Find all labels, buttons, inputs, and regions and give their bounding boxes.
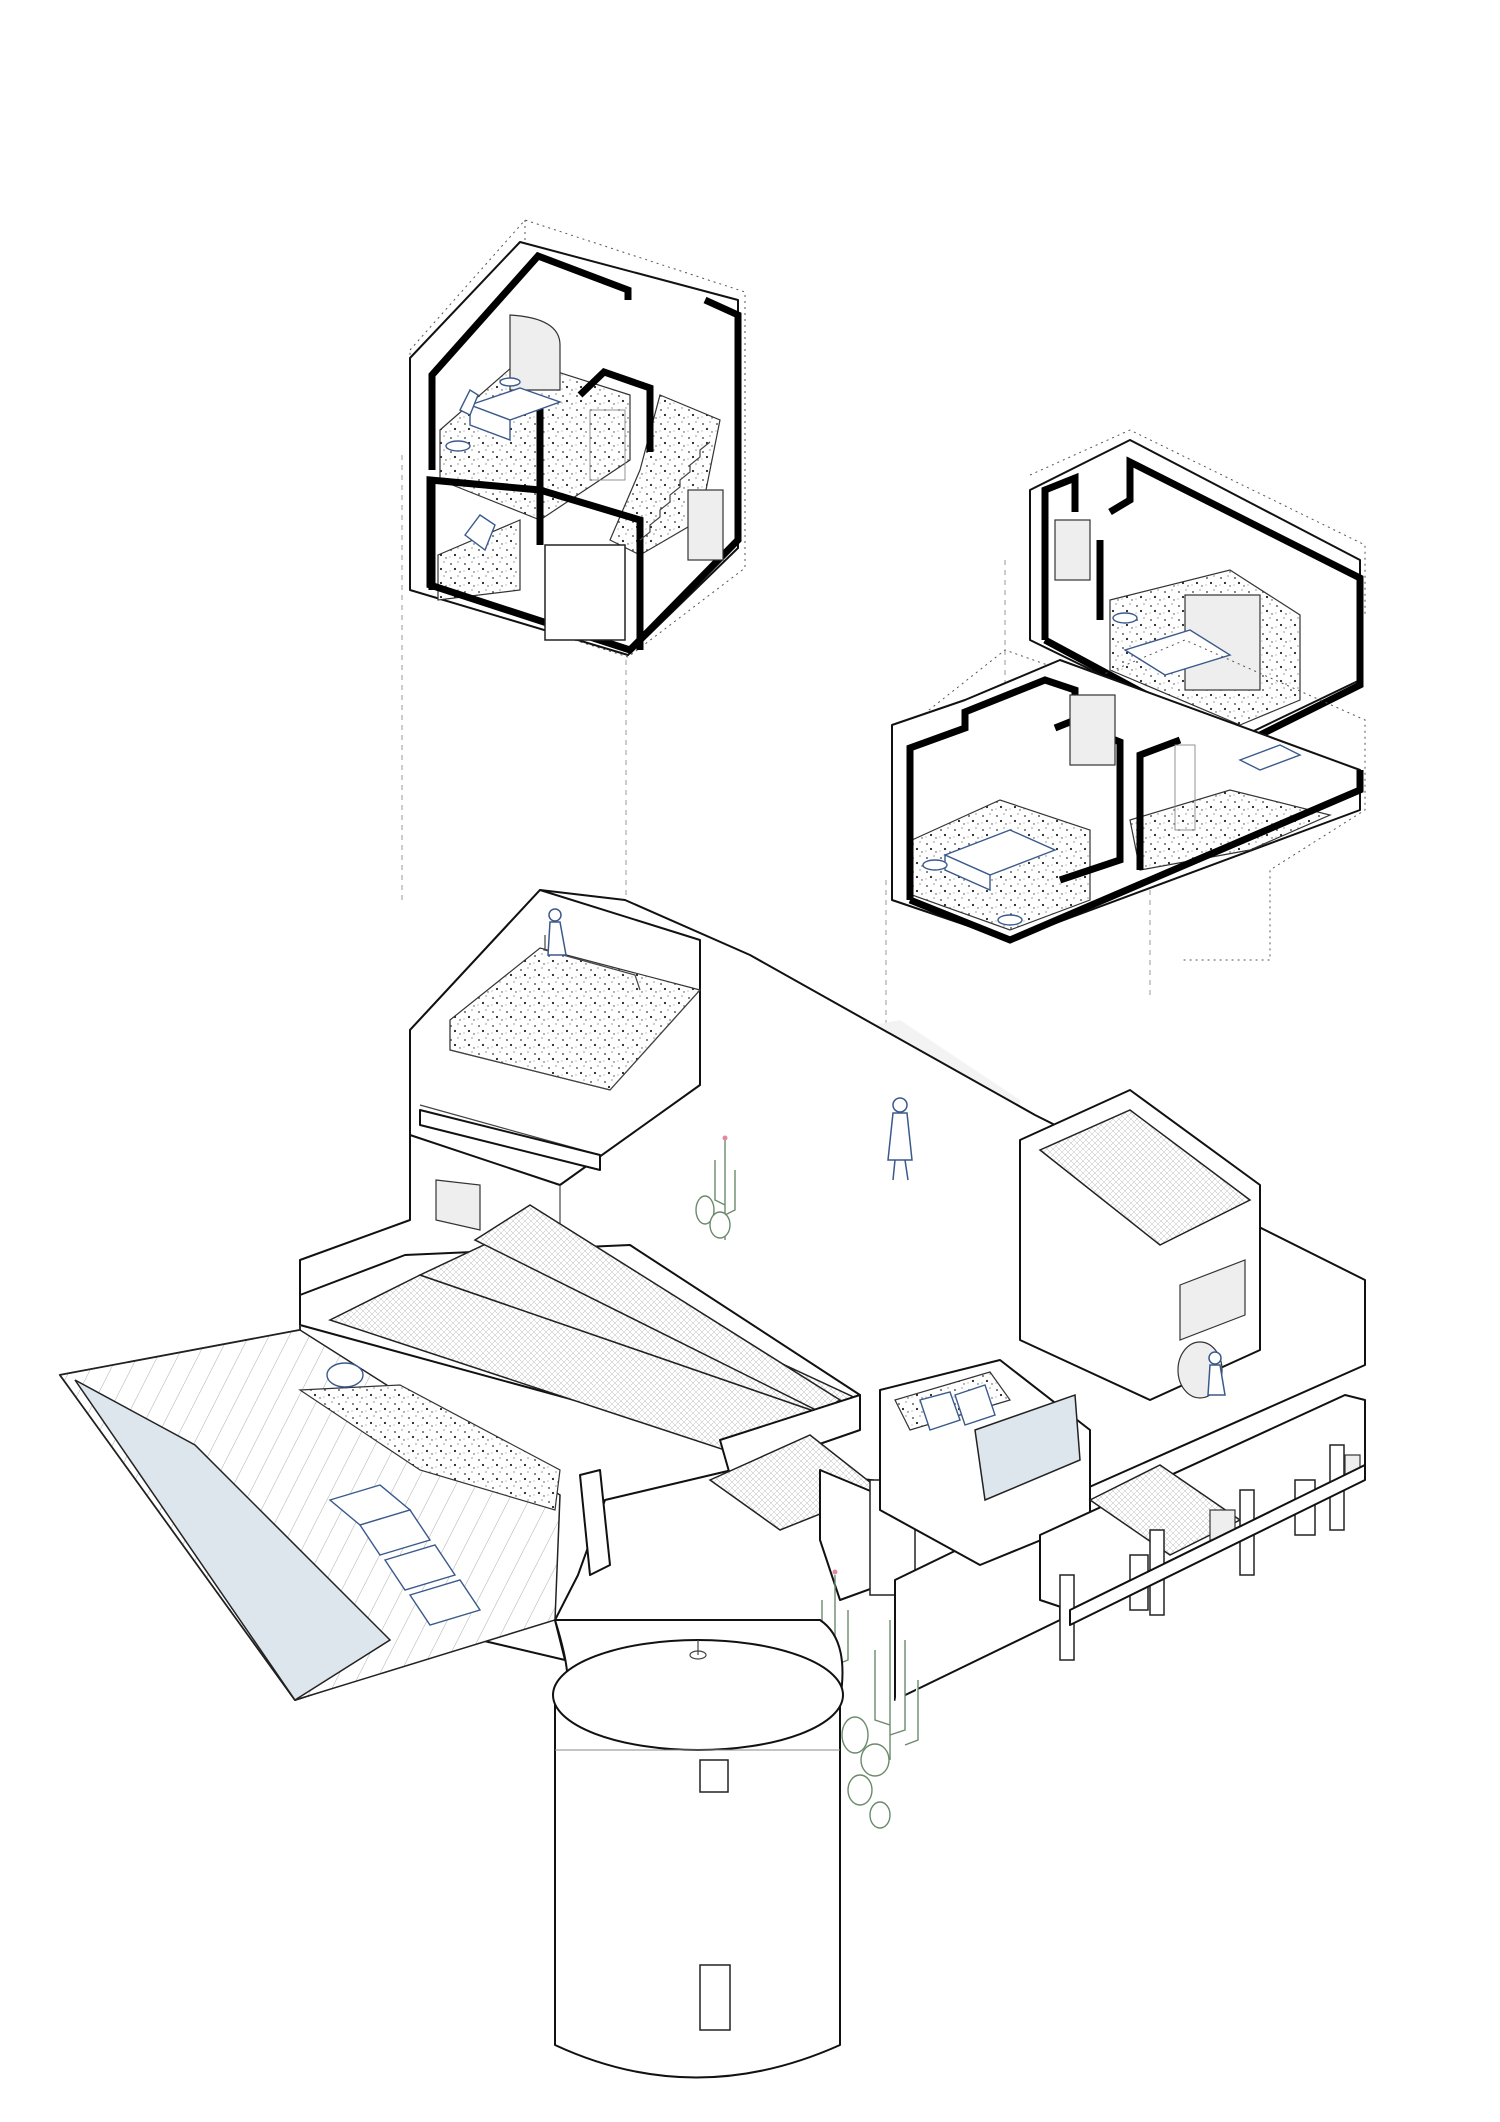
- cylindrical-water-tower: [552, 1619, 844, 2079]
- round-chair: [326, 1362, 364, 1388]
- roof-slabs: [299, 1204, 882, 1531]
- exploded-module-right-upper: [1029, 429, 1366, 749]
- sun-loungers: [328, 1484, 482, 1626]
- plunge-pool: [974, 1393, 1081, 1502]
- tower-door: [699, 1964, 731, 2031]
- facade-pilasters: [1059, 1444, 1345, 1661]
- right-block: [1019, 1089, 1261, 1401]
- exploded-module-right-lower: [891, 639, 1366, 961]
- left-tower: [409, 889, 702, 1245]
- courtyard-person: [887, 1097, 913, 1181]
- main-house-complex: [58, 889, 1366, 1702]
- swimming-pool: [74, 1379, 392, 1702]
- exploded-module-left: [409, 219, 746, 658]
- tower-window: [699, 1759, 729, 1793]
- cactus-garden: [695, 1135, 919, 1829]
- pool-terrace: [58, 1329, 561, 1702]
- facade-right: [1039, 1394, 1366, 1661]
- inner-block: [879, 1359, 1091, 1566]
